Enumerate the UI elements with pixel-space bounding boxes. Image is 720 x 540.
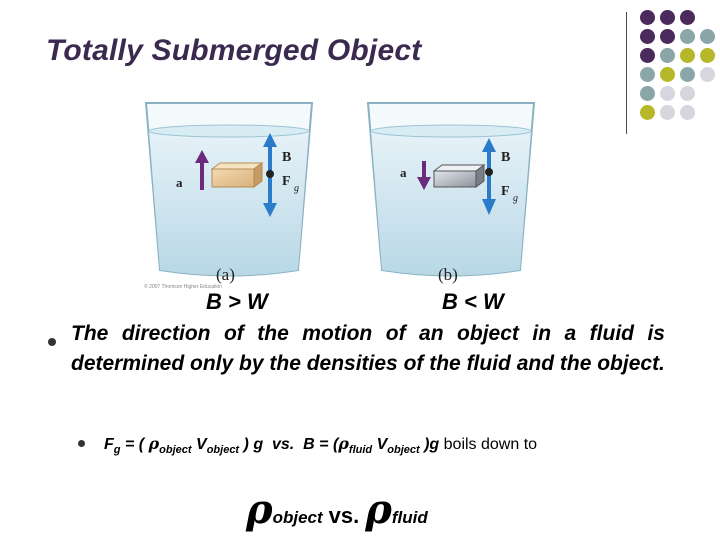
dot bbox=[680, 29, 695, 44]
formula-rho-object: ρ bbox=[149, 434, 160, 453]
dot bbox=[640, 86, 655, 101]
dot bbox=[660, 86, 675, 101]
svg-text:B: B bbox=[282, 150, 291, 165]
formula-object-sub: object bbox=[159, 444, 191, 456]
formula-fg-sub: g bbox=[114, 444, 121, 456]
formula-v2: V bbox=[372, 436, 387, 453]
formula-vs: vs. bbox=[263, 436, 303, 453]
formula-g-part-2: )g bbox=[420, 436, 440, 453]
vs-text: vs. bbox=[329, 503, 360, 528]
formula-eq2: = ( bbox=[315, 436, 339, 453]
beaker-a: a B F g bbox=[146, 103, 312, 276]
formula-rho-fluid: ρ bbox=[338, 434, 349, 453]
figure-caption-a: (a) bbox=[216, 265, 235, 285]
dot bbox=[700, 29, 715, 44]
formula-eq1: = ( bbox=[121, 436, 149, 453]
dot bbox=[640, 67, 655, 82]
formula-object-sub-2: object bbox=[207, 444, 239, 456]
svg-text:a: a bbox=[176, 175, 183, 190]
svg-text:F: F bbox=[501, 184, 510, 199]
rho-object-symbol: ρ bbox=[246, 486, 273, 533]
dot bbox=[660, 29, 675, 44]
dot bbox=[660, 67, 675, 82]
comparison-a: B > W bbox=[206, 289, 268, 315]
svg-text:a: a bbox=[400, 165, 407, 180]
svg-text:F: F bbox=[282, 174, 291, 189]
dot bbox=[660, 10, 675, 25]
formula-tail: boils down to bbox=[439, 436, 537, 453]
dot bbox=[680, 86, 695, 101]
svg-text:g: g bbox=[513, 193, 518, 204]
rho-fluid-sub: fluid bbox=[392, 508, 428, 527]
slide-title: Totally Submerged Object bbox=[46, 34, 421, 68]
divider-line bbox=[626, 12, 627, 134]
dot bbox=[640, 48, 655, 63]
formula-fluid-sub: fluid bbox=[349, 444, 372, 456]
dot bbox=[680, 48, 695, 63]
sub-bullet-dot bbox=[78, 440, 85, 447]
dot bbox=[660, 105, 675, 120]
dot bbox=[640, 105, 655, 120]
dot bbox=[700, 67, 715, 82]
force-formula: Fg = ( ρobject Vobject ) g vs. B = (ρflu… bbox=[104, 434, 537, 456]
metal-block bbox=[434, 165, 484, 187]
bullet-text: The direction of the motion of an object… bbox=[71, 319, 665, 379]
beaker-b: a B F g bbox=[368, 103, 534, 276]
dot bbox=[640, 29, 655, 44]
dot bbox=[680, 67, 695, 82]
formula-g-part: ) g bbox=[239, 436, 263, 453]
formula-fg: F bbox=[104, 436, 114, 453]
dot bbox=[660, 48, 675, 63]
dot bbox=[640, 10, 655, 25]
bullet-dot bbox=[48, 338, 56, 346]
svg-text:g: g bbox=[294, 183, 299, 194]
formula-b: B bbox=[303, 436, 315, 453]
rho-fluid-symbol: ρ bbox=[365, 486, 392, 533]
dot bbox=[680, 105, 695, 120]
formula-object-sub-3: object bbox=[387, 444, 419, 456]
svg-text:B: B bbox=[501, 150, 510, 165]
decorative-dot-grid bbox=[636, 10, 720, 122]
dot bbox=[700, 48, 715, 63]
rho-object-sub: object bbox=[273, 508, 323, 527]
buoyancy-figure: a B F g a B F g bbox=[142, 95, 538, 290]
dot bbox=[680, 10, 695, 25]
wood-block bbox=[212, 163, 262, 187]
figure-caption-b: (b) bbox=[438, 265, 458, 285]
comparison-b: B < W bbox=[442, 289, 504, 315]
formula-v: V bbox=[192, 436, 207, 453]
